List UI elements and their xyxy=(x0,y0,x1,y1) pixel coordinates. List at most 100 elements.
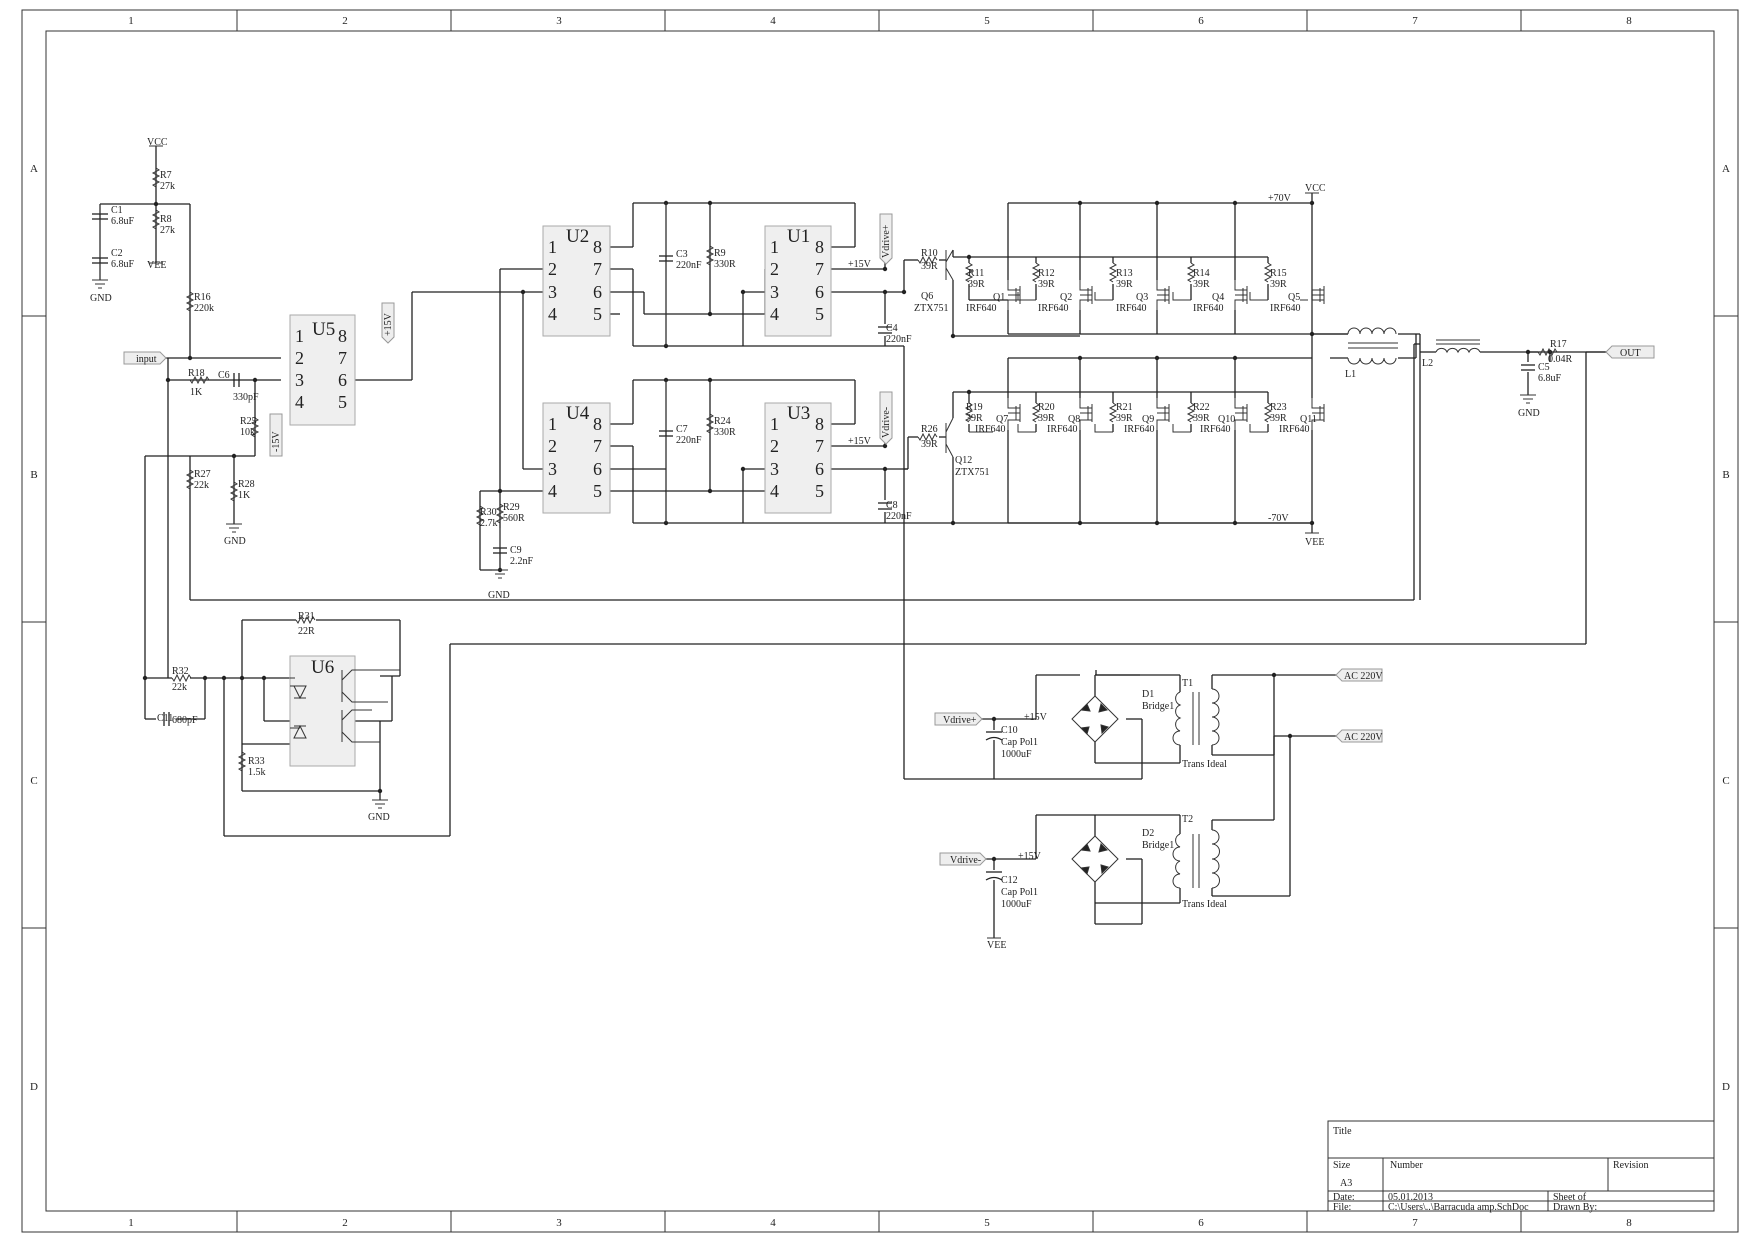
ic-label: U6 xyxy=(311,657,334,678)
pin-label: 1 xyxy=(548,237,557,257)
pin-label: 6 xyxy=(593,459,602,479)
col-label: 4 xyxy=(770,15,776,27)
label-r29: R29 xyxy=(503,502,520,513)
pin-label: 7 xyxy=(815,259,824,279)
label-q12: Q12 xyxy=(955,455,972,466)
label-r26: R26 xyxy=(921,424,938,435)
col-label: 7 xyxy=(1412,15,1418,27)
label-r25v: 10k xyxy=(240,427,255,438)
row-label: A xyxy=(30,163,38,175)
label-r12: R12 xyxy=(1038,268,1055,279)
pin-label: 5 xyxy=(815,304,824,324)
pin-label: 8 xyxy=(338,326,347,346)
col-label: 8 xyxy=(1626,15,1632,27)
label-r20: R20 xyxy=(1038,402,1055,413)
label-q11v: IRF640 xyxy=(1279,424,1310,435)
sheet-frame: 1 2 3 4 5 6 7 8 1 2 3 4 5 6 7 8 A B C D … xyxy=(21,9,1739,1233)
label-q5v: IRF640 xyxy=(1270,303,1301,314)
label-r16v: 220k xyxy=(194,303,214,314)
pin-label: 8 xyxy=(815,237,824,257)
label-r14v: 39R xyxy=(1193,279,1210,290)
label-r27: R27 xyxy=(194,469,211,480)
pin-label: 3 xyxy=(548,459,557,479)
ic-u6: U6 xyxy=(289,655,400,767)
label-p15b: +15V xyxy=(848,436,872,447)
pin-label: 1 xyxy=(770,414,779,434)
pin-label: 3 xyxy=(548,282,557,302)
label-q6v: ZTX751 xyxy=(914,303,948,314)
ic-label: U3 xyxy=(787,403,810,424)
label-c8v: 220nF xyxy=(886,511,912,522)
label-t2v: Trans Ideal xyxy=(1182,899,1227,910)
label-q3: Q3 xyxy=(1136,292,1148,303)
diode-bridges xyxy=(1071,695,1119,883)
label-c11: C11 xyxy=(157,713,173,724)
label-r32: R32 xyxy=(172,666,189,677)
label-r21v: 39R xyxy=(1116,413,1133,424)
label-r31: R31 xyxy=(298,611,315,622)
label-c6v: 330pF xyxy=(233,392,259,403)
col-label: 5 xyxy=(984,1217,990,1229)
label-c10v: Cap Pol1 xyxy=(1001,737,1038,748)
label-r15: R15 xyxy=(1270,268,1287,279)
ic-u5: U5 1 2 3 4 8 7 6 5 xyxy=(289,314,356,426)
label-c3: C3 xyxy=(676,249,688,260)
label-c9: C9 xyxy=(510,545,522,556)
tb-sheet: Sheet of xyxy=(1553,1192,1587,1203)
label-c5: C5 xyxy=(1538,362,1550,373)
label-c4: C4 xyxy=(886,323,898,334)
port-minus15: -15V xyxy=(271,431,282,452)
pin-label: 1 xyxy=(295,326,304,346)
resistors xyxy=(151,167,1558,772)
pin-label: 4 xyxy=(548,304,557,324)
label-c9v: 2.2nF xyxy=(510,556,534,567)
label-r19: R19 xyxy=(966,402,983,413)
label-r9: R9 xyxy=(714,248,726,259)
label-c1: C1 xyxy=(111,205,123,216)
label-c10v2: 1000uF xyxy=(1001,749,1032,760)
label-p70: +70V xyxy=(1268,193,1292,204)
col-label: 4 xyxy=(770,1217,776,1229)
pin-label: 8 xyxy=(593,237,602,257)
label-c6: C6 xyxy=(218,370,230,381)
pin-label: 2 xyxy=(770,436,779,456)
label-vcc1: VCC xyxy=(147,137,168,148)
label-r22: R22 xyxy=(1193,402,1210,413)
pin-label: 5 xyxy=(593,304,602,324)
label-q4v: IRF640 xyxy=(1193,303,1224,314)
label-r12v: 39R xyxy=(1038,279,1055,290)
label-vee3: VEE xyxy=(987,940,1006,951)
pin-label: 5 xyxy=(338,392,347,412)
pin-label: 4 xyxy=(295,392,304,412)
tb-revision: Revision xyxy=(1613,1160,1649,1171)
tb-file-val: C:\Users\..\Barracuda amp.SchDoc xyxy=(1388,1202,1529,1213)
label-q12v: ZTX751 xyxy=(955,467,989,478)
tb-drawn: Drawn By: xyxy=(1553,1202,1597,1213)
label-r13v: 39R xyxy=(1116,279,1133,290)
row-label: D xyxy=(1722,1081,1730,1093)
label-vcc2: VCC xyxy=(1305,183,1326,194)
pin-label: 8 xyxy=(593,414,602,434)
col-label: 3 xyxy=(556,1217,562,1229)
tb-size-val: A3 xyxy=(1340,1178,1352,1189)
row-label: B xyxy=(1722,469,1729,481)
label-q11: Q11 xyxy=(1300,414,1317,425)
label-d1v: Bridge1 xyxy=(1142,701,1174,712)
label-q8v: IRF640 xyxy=(1047,424,1078,435)
port-vdrive-minus: Vdrive- xyxy=(950,855,981,866)
label-r8: R8 xyxy=(160,214,172,225)
pin-label: 7 xyxy=(593,436,602,456)
label-r10v: 39R xyxy=(921,261,938,272)
label-q3v: IRF640 xyxy=(1116,303,1147,314)
pin-label: 4 xyxy=(548,481,557,501)
row-label: C xyxy=(1722,775,1729,787)
wires xyxy=(99,146,1612,938)
port-ac-220v: AC 220V xyxy=(1344,732,1383,743)
label-r23v: 39R xyxy=(1270,413,1287,424)
pin-label: 3 xyxy=(770,459,779,479)
label-c7: C7 xyxy=(676,424,688,435)
label-p15c: +15V xyxy=(1024,712,1048,723)
pin-label: 6 xyxy=(815,459,824,479)
label-r17: R17 xyxy=(1550,339,1567,350)
label-gnd2: GND xyxy=(224,536,246,547)
